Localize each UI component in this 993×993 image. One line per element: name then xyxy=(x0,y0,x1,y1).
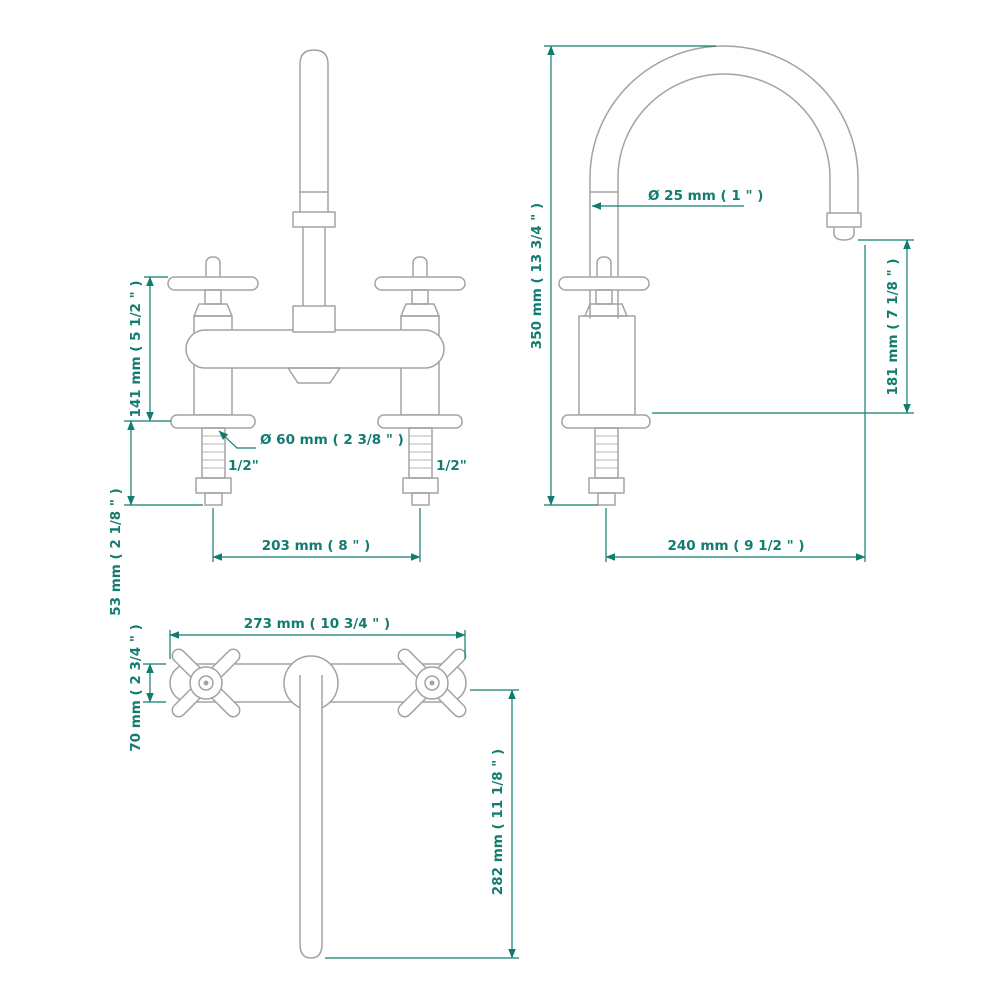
front-right-flange xyxy=(377,414,463,429)
side-reach-label: 240 mm ( 9 1/2 " ) xyxy=(668,538,805,554)
front-left-shank xyxy=(195,427,232,506)
front-bridge xyxy=(185,329,445,369)
side-spout-nut xyxy=(826,212,862,228)
front-right-thread-label: 1/2" xyxy=(436,458,467,474)
side-spout-arc-inner xyxy=(617,73,831,319)
side-outlet-height-label: 181 mm ( 7 1/8 " ) xyxy=(885,259,901,396)
side-spout-diameter-label: Ø 25 mm ( 1 " ) xyxy=(648,188,763,204)
front-aerator xyxy=(287,367,341,384)
top-dimensions: 273 mm ( 10 3/4 " ) 70 mm ( 2 3/4 " ) 28… xyxy=(128,616,519,959)
side-view xyxy=(558,45,862,506)
top-width-label: 273 mm ( 10 3/4 " ) xyxy=(244,616,390,632)
top-depth-label: 70 mm ( 2 3/4 " ) xyxy=(128,624,144,752)
front-base-diameter-leader xyxy=(218,430,256,449)
side-reach-extension-lines xyxy=(605,245,866,562)
side-dimensions: 350 mm ( 13 3/4 " ) Ø 25 mm ( 1 " ) 181 … xyxy=(529,45,914,562)
front-left-handle xyxy=(167,256,259,317)
front-shank-length-label: 53 mm ( 2 1/8 " ) xyxy=(108,488,124,616)
top-width-extension-lines xyxy=(169,630,466,659)
front-dimensions: 141 mm ( 5 1/2 " ) 53 mm ( 2 1/8 " ) Ø 6… xyxy=(108,276,467,616)
side-outlet-extension-lines xyxy=(652,239,914,414)
front-spout-base xyxy=(292,305,336,333)
front-spout-lower-pipe xyxy=(302,226,326,309)
top-depth-extension-lines xyxy=(143,663,166,703)
front-spout-nut xyxy=(292,211,336,228)
front-view xyxy=(167,49,466,506)
front-left-thread-label: 1/2" xyxy=(228,458,259,474)
side-shank xyxy=(588,427,625,506)
side-height-label: 350 mm ( 13 3/4 " ) xyxy=(529,203,545,349)
front-base-diameter-label: Ø 60 mm ( 2 3/8 " ) xyxy=(260,432,404,448)
side-body xyxy=(578,315,636,416)
front-spout-riser xyxy=(299,49,329,213)
front-spread-label: 203 mm ( 8 " ) xyxy=(262,538,371,554)
side-handle xyxy=(558,256,650,317)
front-height-label: 141 mm ( 5 1/2 " ) xyxy=(128,281,144,418)
top-spout-pipe xyxy=(299,675,323,959)
side-spout-arc-outer xyxy=(589,45,859,319)
side-flange xyxy=(561,414,651,429)
side-height-extension-lines xyxy=(544,45,716,506)
top-view xyxy=(169,648,467,959)
side-spout-tip xyxy=(833,226,855,241)
front-spread-extension-lines xyxy=(212,508,421,562)
top-spout-length-label: 282 mm ( 11 1/8 " ) xyxy=(490,749,506,895)
front-right-handle xyxy=(374,256,466,317)
front-right-shank xyxy=(402,427,439,506)
front-left-flange xyxy=(170,414,256,429)
